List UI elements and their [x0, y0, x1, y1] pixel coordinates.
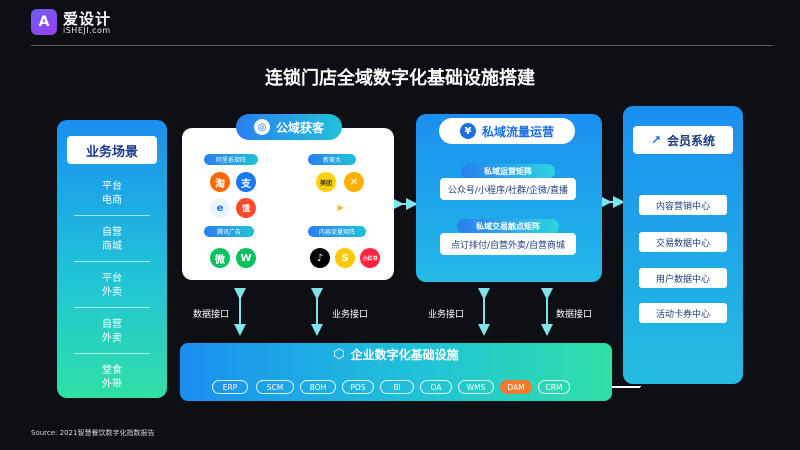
system-pill: POS [342, 380, 374, 394]
data-interface-label: 数据接口 [193, 310, 230, 320]
scenario-item: 自营外卖 [102, 319, 122, 344]
alipay-icon: 支 [236, 172, 256, 192]
scenario-item: 堂食外带 [102, 365, 122, 390]
group-tag: 新美大 [308, 154, 356, 165]
business-scenarios-heading: 业务场景 [67, 136, 157, 164]
member-system-heading: ↗ 会员系统 [633, 126, 733, 154]
system-pill: SCM [256, 380, 294, 394]
business-interface-label: 业务接口 [332, 310, 369, 320]
system-pill: OA [420, 380, 452, 394]
data-interface-label: 数据接口 [556, 310, 593, 320]
source-note: Source: 2021智慧餐饮数字化指数报告 [31, 429, 155, 437]
public-domain-heading: ◎ 公域获客 [236, 114, 342, 140]
group-tag: 内容流量矩阵 [308, 226, 366, 237]
logo-icon: A [31, 9, 57, 35]
group-tag: 阿里系矩阵 [204, 154, 258, 165]
logo-subtext: iSHEJI.com [63, 26, 111, 35]
scenario-divider [74, 215, 150, 216]
douyin-icon: ♪ [310, 248, 330, 268]
private-matrix-content: 点订排付/自营外卖/自营商城 [440, 233, 576, 255]
header-divider [31, 45, 773, 46]
private-domain-heading: ¥ 私域流量运营 [439, 118, 575, 144]
private-matrix-tag: 私域交易触点矩阵 [457, 219, 559, 234]
system-pill-highlighted: DAM [500, 380, 532, 394]
member-item: 活动卡券中心 [639, 303, 727, 323]
member-item: 内容营销中心 [639, 195, 727, 215]
dianping-icon: ✕ [344, 172, 364, 192]
scenario-item: 平台电商 [102, 181, 122, 206]
taobao-icon: 淘 [210, 172, 230, 192]
scenario-item: 自营商城 [102, 227, 122, 252]
group-tag: 腾讯广告 [204, 226, 254, 237]
scenario-divider [74, 261, 150, 262]
system-pill: BOH [300, 380, 336, 394]
xiaohongshu-icon: 小红书 [360, 248, 380, 268]
wechat-icon: 微 [210, 248, 230, 268]
eleme-icon: e [210, 198, 230, 218]
page-title: 连锁门店全域数字化基础设施搭建 [265, 68, 535, 89]
system-pill: CRM [538, 380, 570, 394]
system-pill: ERP [212, 380, 248, 394]
system-pill: WMS [458, 380, 494, 394]
member-item: 用户数据中心 [639, 268, 727, 288]
infrastructure-heading: ⬡ 企业数字化基础设施 [333, 347, 459, 362]
scenario-item: 平台外卖 [102, 273, 122, 298]
scenario-divider [74, 353, 150, 354]
piggy-bank-icon: ¥ [459, 123, 476, 139]
cube-icon: ⬡ [333, 347, 345, 362]
meituan-icon: 美团 [316, 172, 336, 192]
meituan-waimai-icon: ➤ [330, 198, 350, 218]
private-matrix-content: 公众号/小程序/社群/企微/直播 [440, 178, 576, 200]
chart-icon: ↗ [650, 133, 662, 147]
kuaishou-icon: S [335, 248, 355, 268]
system-pill: BI [380, 380, 414, 394]
business-interface-label: 业务接口 [428, 310, 465, 320]
logo-text: 爱设计 [63, 10, 112, 28]
scenario-divider [74, 307, 150, 308]
koubei-icon: 饿 [236, 198, 256, 218]
target-icon: ◎ [253, 119, 270, 135]
business-scenarios-panel [57, 120, 167, 398]
private-matrix-tag: 私域运营矩阵 [461, 164, 555, 179]
member-item: 交易数据中心 [639, 232, 727, 252]
moments-icon: W [236, 248, 256, 268]
